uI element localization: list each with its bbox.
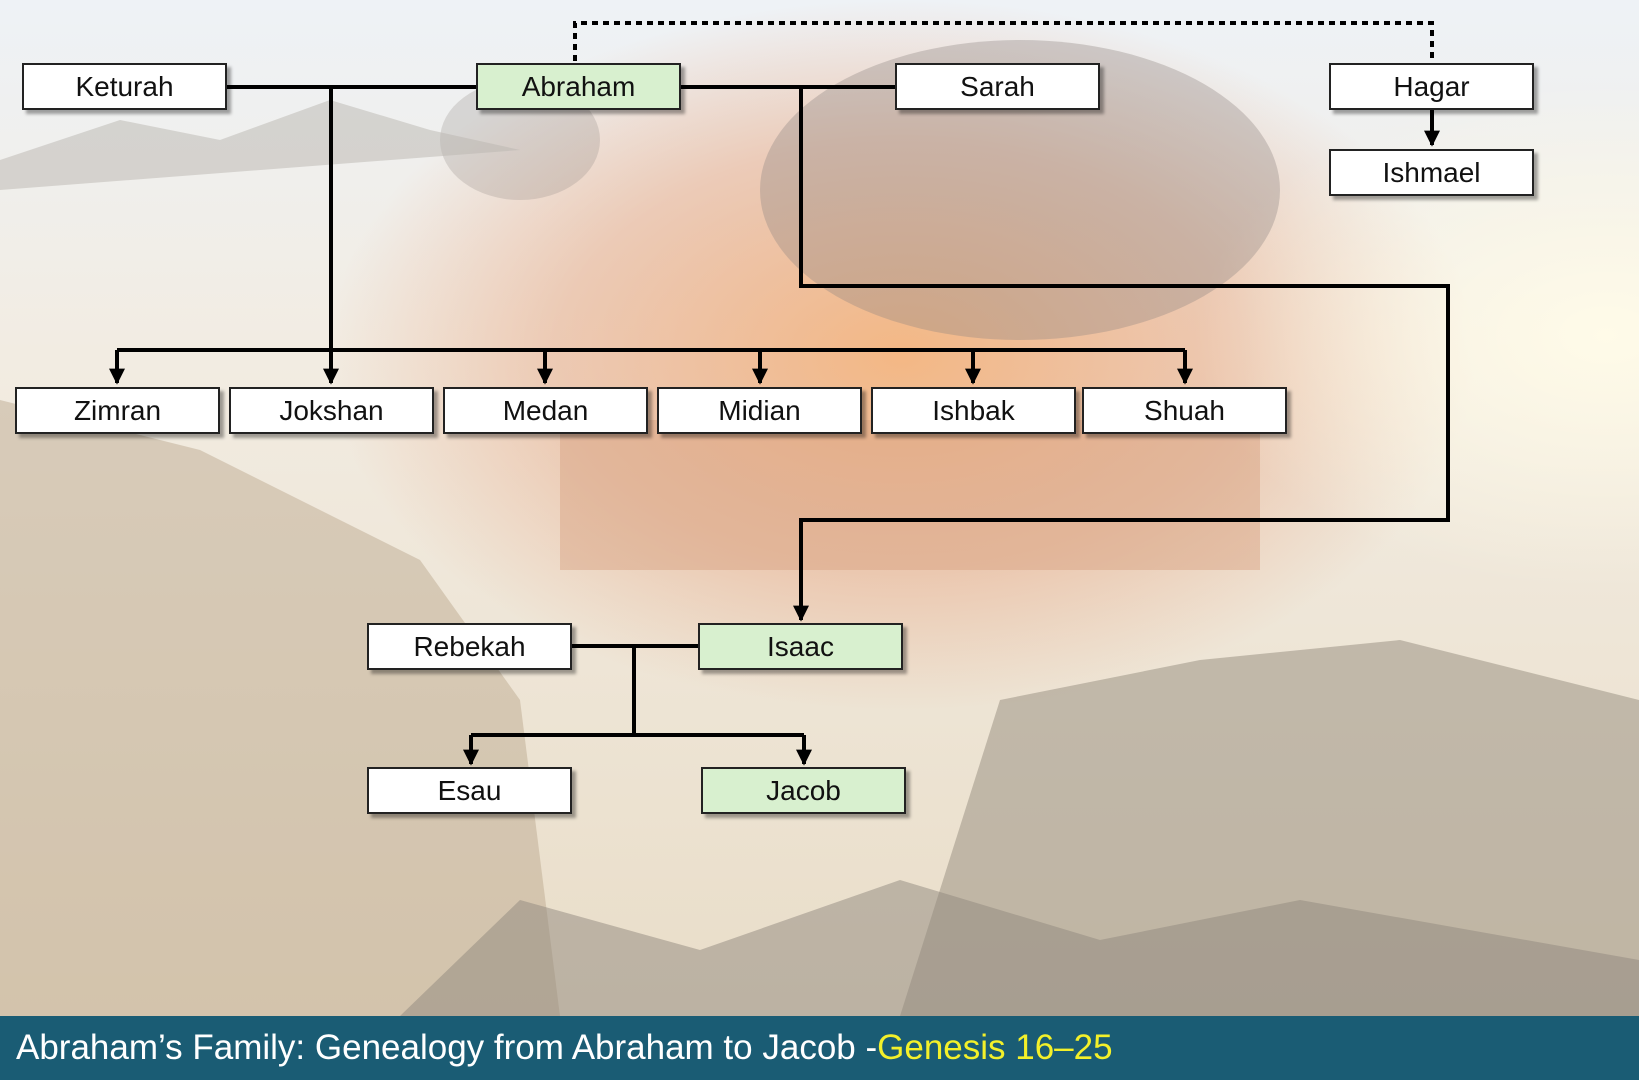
caption-bar: Abraham’s Family: Genealogy from Abraham… [0, 1016, 1639, 1080]
caption-title: Abraham’s Family: Genealogy from Abraham… [16, 1028, 878, 1067]
node-shuah: Shuah [1082, 387, 1287, 434]
node-ishbak: Ishbak [871, 387, 1076, 434]
abraham-hagar-link [573, 21, 1434, 61]
node-keturah: Keturah [22, 63, 227, 110]
connector-lines [109, 21, 1450, 766]
node-isaac: Isaac [698, 623, 903, 670]
node-esau: Esau [367, 767, 572, 814]
caption-reference: Genesis 16–25 [877, 1028, 1113, 1067]
node-zimran: Zimran [15, 387, 220, 434]
node-abraham: Abraham [476, 63, 681, 110]
node-midian: Midian [657, 387, 862, 434]
node-ishmael: Ishmael [1329, 149, 1534, 196]
node-medan: Medan [443, 387, 648, 434]
node-sarah: Sarah [895, 63, 1100, 110]
node-hagar: Hagar [1329, 63, 1534, 110]
node-jokshan: Jokshan [229, 387, 434, 434]
sarah-isaac-path [793, 87, 1450, 622]
node-jacob: Jacob [701, 767, 906, 814]
node-rebekah: Rebekah [367, 623, 572, 670]
